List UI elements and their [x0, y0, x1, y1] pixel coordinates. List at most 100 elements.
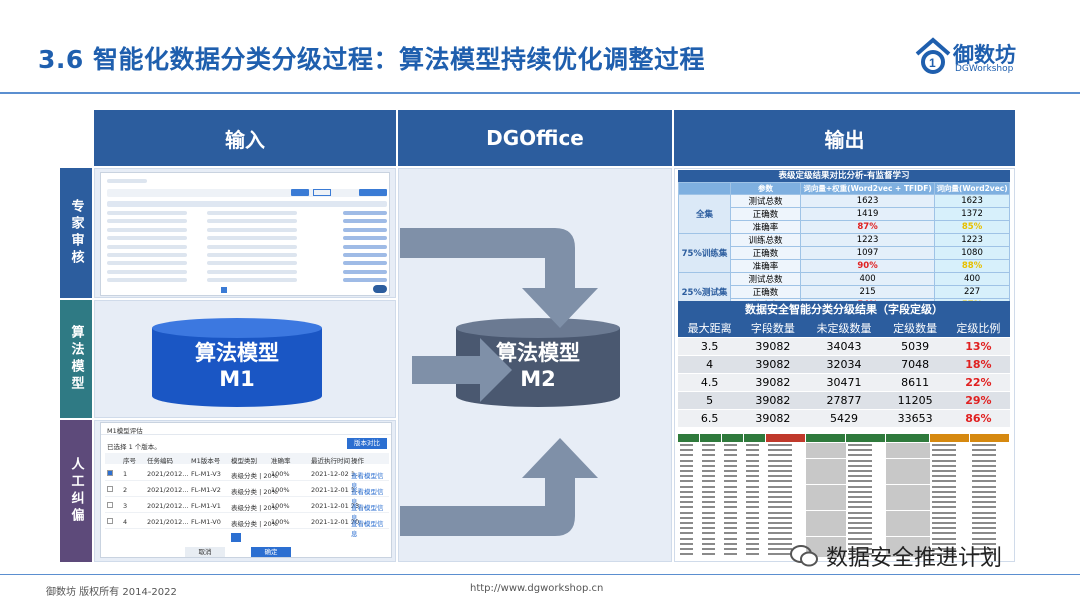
header-dgoffice: DGOffice	[398, 110, 672, 166]
result-table-wrap: 数据安全智能分类分级结果（字段定级） 最大距离字段数量未定级数量定级数量定级比例…	[678, 301, 1010, 431]
table-cell: FL-M1-V1	[191, 502, 221, 510]
table-cell: 100%	[271, 470, 290, 478]
compare-col-blank	[678, 182, 731, 195]
sheet-row	[678, 489, 1010, 495]
sheet-header-cell	[766, 434, 806, 442]
row-label-manual: 人工纠偏	[60, 420, 92, 562]
version-compare-button[interactable]: 版本对比	[347, 438, 387, 449]
table-cell: 4	[123, 518, 128, 526]
result-cell: 5039	[883, 337, 947, 356]
result-cell: 39082	[741, 337, 805, 356]
panel-title: M1模型评估	[107, 427, 143, 435]
sheet-header-cell	[700, 434, 722, 442]
sheet-header-cell	[886, 434, 930, 442]
sheet-row	[678, 515, 1010, 521]
header-output: 输出	[674, 110, 1015, 166]
row-checkbox[interactable]	[107, 486, 113, 492]
sheet-header-cell	[806, 434, 846, 442]
sheet-header-cell	[846, 434, 886, 442]
process-grid: 输入 DGOffice 输出 专家审核 算法模型 人工纠偏 算法模型 M1	[60, 110, 1015, 562]
compare-cell: 400	[934, 272, 1010, 286]
result-col-header: 定级数量	[883, 319, 947, 338]
sheet-row	[678, 510, 1010, 516]
expert-table-row	[107, 244, 387, 250]
row-checkbox[interactable]	[107, 470, 113, 476]
sheet-row	[678, 531, 1010, 537]
title-divider	[0, 92, 1080, 94]
compare-cell: 215	[799, 285, 936, 299]
result-cell: 4	[678, 355, 742, 374]
panel-selected-text: 已选择 1 个版本。	[107, 443, 161, 451]
cancel-button[interactable]: 取消	[185, 547, 225, 557]
compare-group-label: 全集	[678, 194, 731, 234]
sheet-row	[678, 463, 1010, 469]
compare-table-wrap: 表级定级结果对比分析-有监督学习 参数词向量+权重(Word2vec + TFI…	[678, 170, 1010, 312]
view-model-link[interactable]: 查看模型信息	[351, 520, 384, 538]
sheet-row	[678, 526, 1010, 532]
footer-url[interactable]: http://www.dgworkshop.cn	[470, 583, 604, 594]
compare-cell: 准确率	[730, 259, 801, 273]
sheet-row	[678, 448, 1010, 454]
result-cell: 5	[678, 391, 742, 410]
m2-label-line2: M2	[520, 367, 556, 391]
column-header: M1版本号	[191, 457, 221, 465]
m1-label-line1: 算法模型	[195, 341, 279, 365]
result-cell: 8611	[883, 373, 947, 392]
column-header: 序号	[123, 457, 136, 465]
table-cell: FL-M1-V2	[191, 486, 221, 494]
page-title: 3.6 智能化数据分类分级过程：算法模型持续优化调整过程	[38, 45, 705, 74]
compare-cell: 85%	[934, 220, 1010, 234]
sheet-row	[678, 479, 1010, 485]
logo-sub: DGWorkshop	[955, 64, 1014, 74]
sheet-header-cell	[930, 434, 970, 442]
result-cell: 33653	[883, 409, 947, 428]
sheet-row	[678, 500, 1010, 506]
compare-cell: 88%	[934, 259, 1010, 273]
view-model-link[interactable]: 查看模型信息	[351, 488, 384, 506]
row-checkbox[interactable]	[107, 518, 113, 524]
column-header: 模型类别	[231, 457, 257, 465]
compare-col-header: 参数	[730, 182, 801, 195]
table-cell: FL-M1-V3	[191, 470, 221, 478]
table-cell: 表级分类 | 20%	[231, 488, 278, 496]
table-cell: 1	[123, 470, 128, 478]
view-model-link[interactable]: 查看模型信息	[351, 472, 384, 490]
table-cell: FL-M1-V0	[191, 518, 221, 526]
result-col-header: 未定级数量	[804, 319, 884, 338]
table-cell: 2021/2012...	[147, 518, 189, 526]
result-cell: 39082	[741, 391, 805, 410]
compare-cell: 400	[799, 272, 936, 286]
compare-table: 参数词向量+权重(Word2vec + TFIDF)词向量(Word2vec)全…	[678, 182, 1010, 312]
footer-divider	[0, 574, 1080, 575]
compare-cell: 1080	[934, 246, 1010, 260]
sheet-header-cell	[678, 434, 700, 442]
result-cell: 13%	[946, 337, 1010, 356]
page-current-button[interactable]	[231, 533, 241, 542]
sheet-header-cell	[970, 434, 1010, 442]
compare-cell: 正确数	[730, 285, 801, 299]
expert-table-row	[107, 218, 387, 224]
column-header: 任务编码	[147, 457, 173, 465]
compare-cell: 1623	[934, 194, 1010, 208]
expert-table-row	[107, 210, 387, 216]
sheet-row	[678, 453, 1010, 459]
sheet-row	[678, 495, 1010, 500]
row-checkbox[interactable]	[107, 502, 113, 508]
view-model-link[interactable]: 查看模型信息	[351, 504, 384, 522]
arrow-expert-to-m2-icon	[400, 228, 598, 328]
confirm-button[interactable]: 确定	[251, 547, 291, 557]
sheet-header-cell	[722, 434, 744, 442]
sheet-header-cell	[744, 434, 766, 442]
table-cell: 2021-12-01 23...	[311, 502, 366, 510]
logo-name: 御数坊	[953, 43, 1016, 67]
